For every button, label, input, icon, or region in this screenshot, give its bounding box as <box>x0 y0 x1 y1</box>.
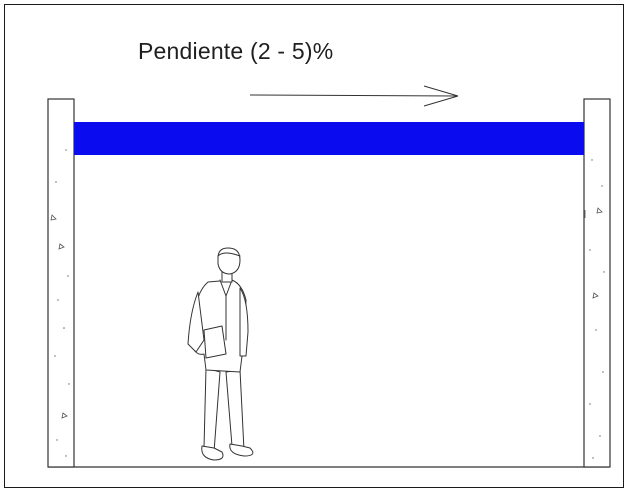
slope-label: Pendiente (2 - 5)% <box>138 38 334 64</box>
drawing-frame <box>4 4 624 488</box>
right-column <box>583 98 611 468</box>
roof-slab <box>74 122 584 155</box>
left-column <box>47 98 75 468</box>
standing-person-icon <box>187 247 254 461</box>
right-arrow-icon <box>249 85 459 107</box>
